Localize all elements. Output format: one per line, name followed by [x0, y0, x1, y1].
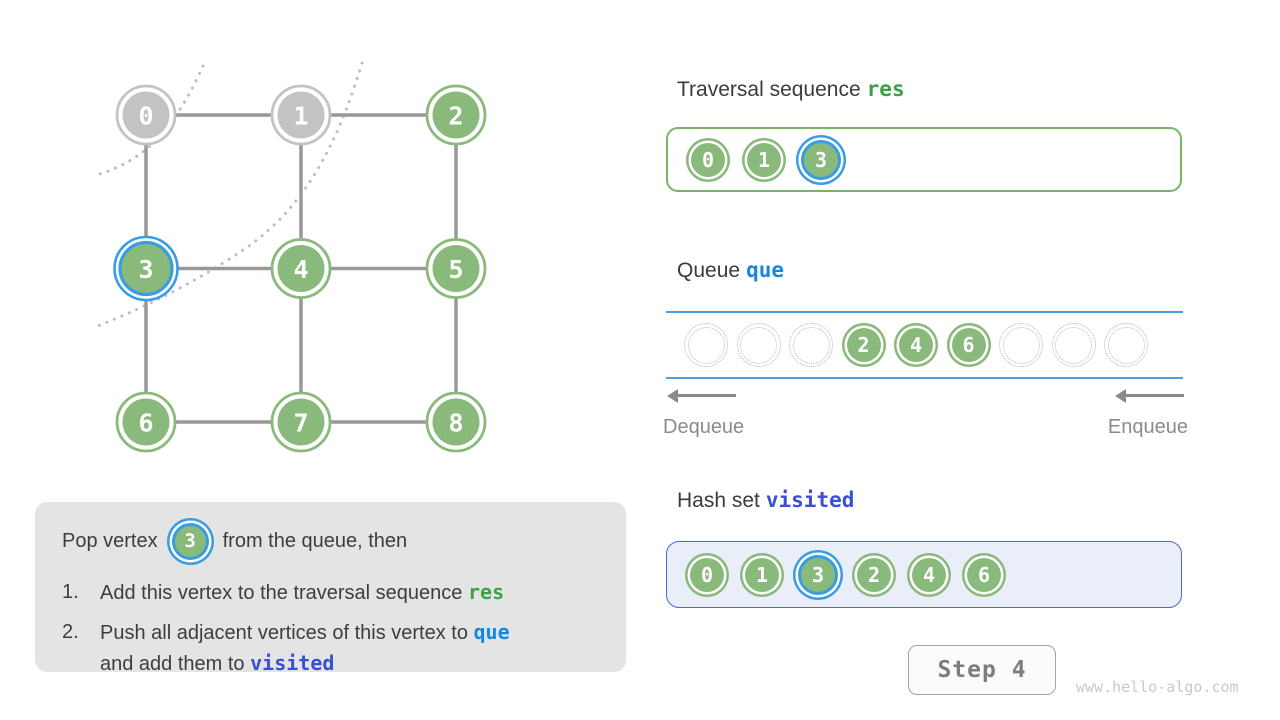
plain-text: Add this vertex to the traversal sequenc… [100, 582, 468, 604]
queue-heading-label: Queue [677, 259, 741, 282]
vertex-chip-1: 1 [742, 137, 786, 182]
step-text: Add this vertex to the traversal sequenc… [100, 577, 602, 608]
vertex-chip-6: 6 [962, 552, 1006, 597]
graph-node-label: 2 [448, 102, 463, 131]
enqueue-label: Enqueue [1107, 416, 1188, 438]
explanation-steps: 1. Add this vertex to the traversal seque… [62, 577, 602, 679]
enqueue-arrow-icon [1115, 388, 1184, 403]
explanation-intro-after: from the queue, then [222, 529, 408, 552]
queue-empty-slot [1051, 323, 1096, 367]
code-word: que [473, 620, 510, 644]
graph-node-label: 3 [138, 255, 153, 284]
graph-node-8: 8 [425, 391, 487, 453]
queue-empty-slot [1104, 323, 1148, 367]
vertex-chip-0: 0 [686, 137, 730, 182]
graph-node-label: 6 [138, 409, 153, 438]
graph-canvas: 0 1 2 3 4 5 6 7 8 [93, 61, 487, 453]
graph-node-3: 3 [113, 235, 179, 302]
step-button[interactable]: Step 4 [908, 645, 1056, 695]
graph-node-label: 8 [448, 409, 463, 438]
queue-empty-slot [999, 323, 1043, 367]
vertex-chip-6: 6 [946, 323, 991, 367]
vertex-chip-1: 1 [740, 552, 784, 597]
plain-text: and add them to [100, 653, 251, 675]
explanation-box: Pop vertex 3 from the queue, then 1. Add … [35, 502, 626, 675]
watermark: www.hello-algo.com [1076, 678, 1239, 696]
explanation-intro-before: Pop vertex [62, 529, 158, 552]
explanation-intro: Pop vertex 3 from the queue, then [62, 519, 602, 563]
vertex-chip-0: 0 [685, 552, 729, 597]
step-text: Push all adjacent vertices of this verte… [100, 617, 602, 679]
popped-vertex-chip: 3 [171, 522, 209, 560]
queue-empty-slot [736, 323, 781, 367]
graph-node-7: 7 [270, 391, 332, 453]
visited-heading-code: visited [765, 488, 855, 512]
graph-node-1: 1 [270, 84, 332, 146]
graph-node-label: 1 [293, 102, 308, 131]
queue-heading-code: que [746, 258, 784, 282]
res-heading-code: res [866, 77, 905, 101]
vertex-chip-2: 2 [841, 323, 886, 367]
vertex-chip-3: 3 [798, 554, 838, 595]
step-number: 1. [62, 581, 79, 603]
graph-node-6: 6 [115, 391, 177, 453]
vertex-chip-4: 4 [894, 323, 938, 367]
graph-node-2: 2 [425, 84, 487, 146]
code-word: visited [250, 651, 335, 675]
graph-node-label: 5 [448, 255, 463, 284]
graph-node-label: 4 [293, 255, 308, 284]
queue-empty-slot [789, 323, 833, 367]
graph-node-0: 0 [115, 84, 177, 146]
vertex-chip-2: 2 [852, 552, 896, 597]
step-number: 2. [62, 621, 79, 643]
bfs-wavefront-arc [93, 61, 364, 329]
explanation-step: 1. Add this vertex to the traversal seque… [62, 577, 602, 608]
explanation-step: 2. Push all adjacent vertices of this ver… [62, 617, 602, 679]
graph-node-label: 0 [138, 102, 153, 131]
visited-heading-label: Hash set [677, 489, 760, 512]
dequeue-arrow-icon [667, 388, 736, 403]
res-heading-label: Traversal sequence [677, 78, 861, 101]
dequeue-label: Dequeue [663, 416, 745, 438]
graph-node-4: 4 [270, 238, 332, 299]
vertex-chip-4: 4 [907, 552, 951, 597]
plain-text: Push all adjacent vertices of this verte… [100, 622, 474, 644]
graph-node-label: 7 [293, 409, 308, 438]
vertex-chip-3: 3 [801, 139, 841, 180]
graph-node-5: 5 [425, 238, 487, 299]
code-word: res [467, 580, 505, 604]
queue-empty-slot [684, 323, 728, 367]
